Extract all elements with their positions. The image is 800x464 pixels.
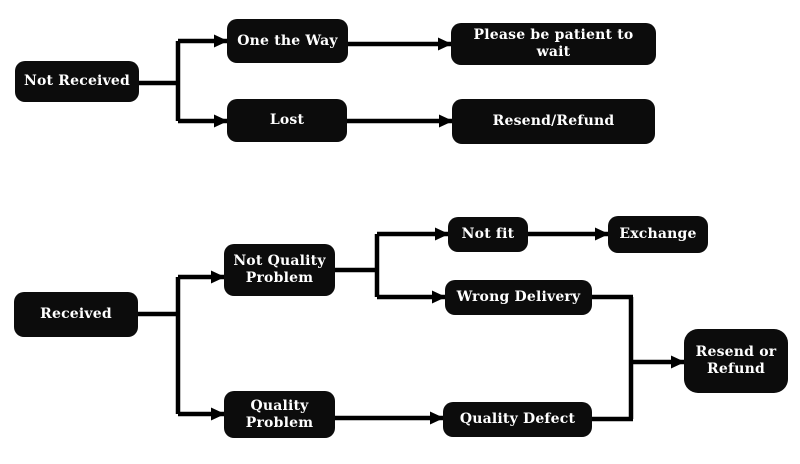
node-label: Resend/Refund bbox=[492, 113, 615, 130]
node-label: One the Way bbox=[237, 32, 338, 49]
node-received: Received bbox=[14, 292, 138, 337]
node-label: Wrong Delivery bbox=[456, 289, 581, 306]
node-label: Resend or Refund bbox=[695, 344, 777, 377]
node-quality-problem: Quality Problem bbox=[224, 391, 335, 438]
node-label: Received bbox=[40, 306, 112, 323]
node-label: Not fit bbox=[461, 226, 515, 243]
node-please-be-patient: Please be patient to wait bbox=[451, 23, 656, 65]
node-quality-defect: Quality Defect bbox=[443, 402, 592, 437]
node-resend-or-refund: Resend or Refund bbox=[684, 329, 788, 393]
node-label: Not Quality Problem bbox=[233, 253, 326, 286]
node-not-received: Not Received bbox=[15, 61, 139, 102]
node-resend-refund: Resend/Refund bbox=[452, 99, 655, 144]
node-not-quality-problem: Not Quality Problem bbox=[224, 244, 335, 296]
node-label: Not Received bbox=[24, 73, 130, 90]
node-wrong-delivery: Wrong Delivery bbox=[445, 280, 592, 315]
node-label: Lost bbox=[269, 112, 305, 129]
node-exchange: Exchange bbox=[608, 216, 708, 253]
node-one-the-way: One the Way bbox=[227, 19, 348, 63]
node-label: Exchange bbox=[619, 226, 697, 243]
node-label: Quality Defect bbox=[459, 411, 576, 428]
node-label: Quality Problem bbox=[245, 397, 314, 431]
node-lost: Lost bbox=[227, 99, 347, 142]
node-not-fit: Not fit bbox=[448, 217, 528, 252]
node-label: Please be patient to wait bbox=[473, 27, 634, 60]
